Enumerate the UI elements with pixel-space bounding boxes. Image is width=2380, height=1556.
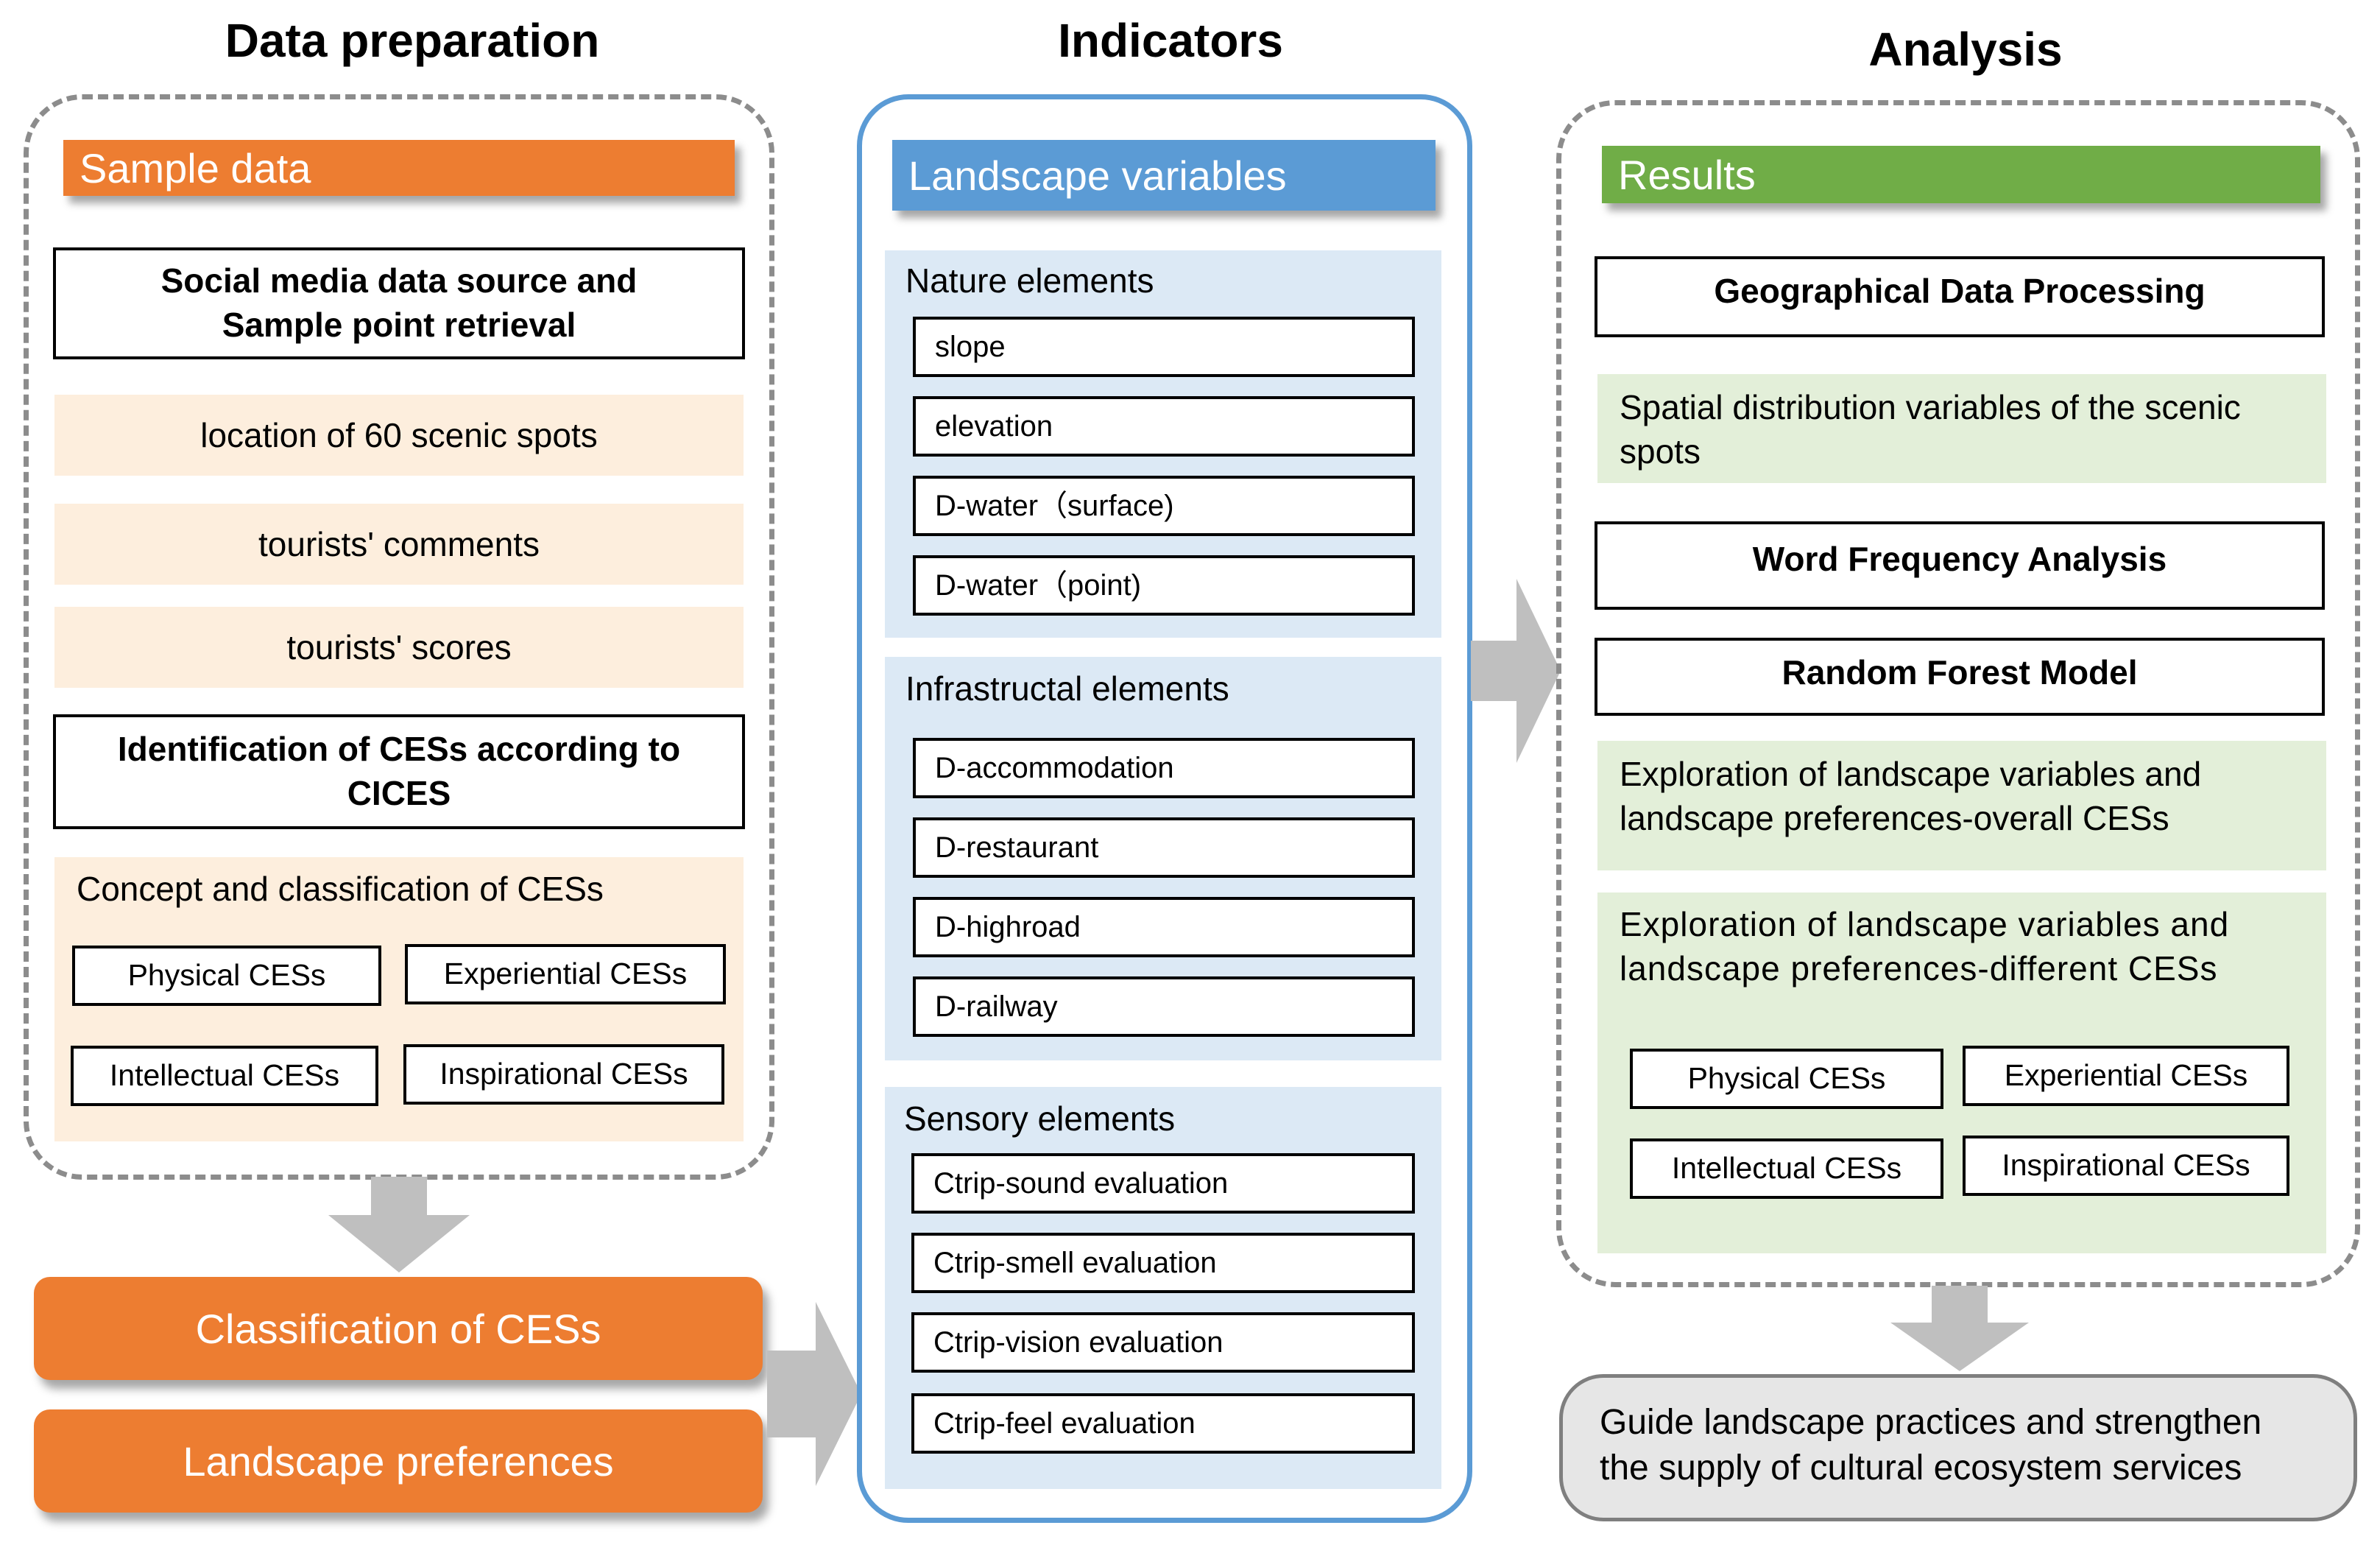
vision-evaluation-indicator: Ctrip-vision evaluation bbox=[911, 1312, 1415, 1373]
overall-ces-text: Exploration of landscape variables and l… bbox=[1597, 741, 2326, 870]
accommodation-indicator: D-accommodation bbox=[913, 738, 1415, 798]
landscape-variables-header: Landscape variables bbox=[892, 140, 1436, 211]
analysis-title: Analysis bbox=[1868, 23, 2063, 76]
spatial-distribution-text: Spatial distribution variables of the sc… bbox=[1597, 374, 2326, 483]
sample-data-header: Sample data bbox=[63, 140, 735, 196]
analysis-frame bbox=[1556, 100, 2360, 1287]
intellectual-ces-box: Intellectual CESs bbox=[1630, 1138, 1943, 1199]
tourists-scores-item: tourists' scores bbox=[54, 607, 744, 688]
inspirational-ces-box: Inspirational CESs bbox=[1963, 1136, 2289, 1196]
right-arrow-icon bbox=[767, 1302, 861, 1486]
classification-of-ces-output: Classification of CESs bbox=[34, 1277, 763, 1380]
indicators-frame bbox=[857, 94, 1472, 1523]
word-frequency-box: Word Frequency Analysis bbox=[1595, 521, 2325, 610]
physical-ces-box: Physical CESs bbox=[72, 946, 381, 1006]
feel-evaluation-indicator: Ctrip-feel evaluation bbox=[911, 1393, 1415, 1454]
right-arrow-icon bbox=[1471, 579, 1561, 763]
guide-practices-box: Guide landscape practices and strengthen… bbox=[1559, 1374, 2357, 1521]
restaurant-indicator: D-restaurant bbox=[913, 817, 1415, 878]
elevation-indicator: elevation bbox=[913, 396, 1415, 457]
slope-indicator: slope bbox=[913, 317, 1415, 377]
indicators-title: Indicators bbox=[1058, 14, 1283, 67]
down-arrow-icon bbox=[328, 1177, 470, 1272]
random-forest-box: Random Forest Model bbox=[1595, 638, 2325, 716]
water-surface-indicator: D-water（surface) bbox=[913, 476, 1415, 536]
results-header: Results bbox=[1602, 146, 2320, 203]
intellectual-ces-box: Intellectual CESs bbox=[71, 1046, 378, 1106]
data-preparation-title: Data preparation bbox=[225, 14, 600, 67]
scenic-spots-item: location of 60 scenic spots bbox=[54, 395, 744, 476]
smell-evaluation-indicator: Ctrip-smell evaluation bbox=[911, 1233, 1415, 1293]
identification-box: Identification of CESs according to CICE… bbox=[53, 714, 745, 829]
sound-evaluation-indicator: Ctrip-sound evaluation bbox=[911, 1153, 1415, 1214]
inspirational-ces-box: Inspirational CESs bbox=[403, 1044, 724, 1105]
water-point-indicator: D-water（point) bbox=[913, 555, 1415, 616]
concept-classification-label: Concept and classification of CESs bbox=[77, 870, 604, 908]
railway-indicator: D-railway bbox=[913, 976, 1415, 1037]
tourists-comments-item: tourists' comments bbox=[54, 504, 744, 585]
infrastructal-elements-label: Infrastructal elements bbox=[905, 669, 1229, 708]
physical-ces-box: Physical CESs bbox=[1630, 1049, 1943, 1109]
geographical-processing-box: Geographical Data Processing bbox=[1595, 256, 2325, 337]
highroad-indicator: D-highroad bbox=[913, 897, 1415, 957]
down-arrow-icon bbox=[1890, 1286, 2029, 1371]
social-media-source-box: Social media data source and Sample poin… bbox=[53, 247, 745, 359]
different-ces-text: Exploration of landscape variables and l… bbox=[1620, 905, 2230, 988]
experiential-ces-box: Experiential CESs bbox=[1963, 1046, 2289, 1106]
landscape-preferences-output: Landscape preferences bbox=[34, 1409, 763, 1513]
sensory-elements-label: Sensory elements bbox=[904, 1099, 1176, 1138]
experiential-ces-box: Experiential CESs bbox=[405, 944, 726, 1004]
nature-elements-label: Nature elements bbox=[905, 261, 1154, 300]
